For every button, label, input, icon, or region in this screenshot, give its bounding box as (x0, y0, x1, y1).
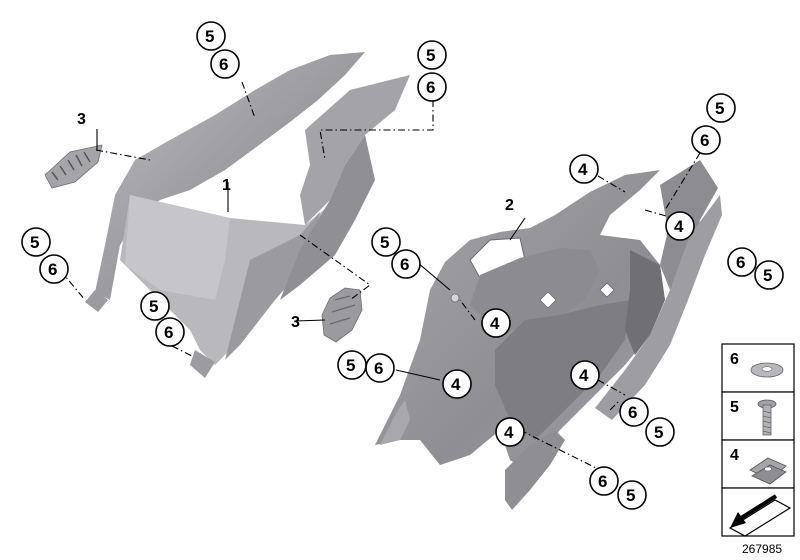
legend-number: 4 (730, 447, 739, 464)
svg-text:4: 4 (490, 314, 500, 333)
callout-washer: 6 (727, 247, 757, 277)
svg-text:6: 6 (400, 255, 409, 274)
callout-washer: 6 (39, 254, 69, 284)
svg-text:6: 6 (426, 78, 435, 97)
svg-text:5: 5 (149, 297, 158, 316)
part-label-1: 1 (222, 177, 231, 194)
callout-clip-nut: 4 (442, 369, 472, 399)
side-grill-part-3-lower (321, 287, 363, 343)
svg-text:6: 6 (374, 359, 383, 378)
callout-screw: 5 (617, 480, 647, 510)
leader-lines (59, 81, 701, 471)
callout-screw: 5 (337, 350, 367, 380)
svg-text:5: 5 (30, 233, 39, 252)
svg-text:6: 6 (598, 472, 607, 491)
callout-washer: 6 (365, 353, 395, 383)
svg-text:4: 4 (504, 423, 514, 442)
svg-text:6: 6 (700, 131, 709, 150)
part-label-3-lower: 3 (291, 314, 300, 331)
callout-clip-nut: 4 (481, 308, 511, 338)
legend-number: 6 (730, 351, 739, 368)
washer-icon (750, 362, 784, 378)
svg-text:4: 4 (579, 366, 589, 385)
callout-washer: 6 (155, 317, 185, 347)
callout-screw: 5 (706, 93, 736, 123)
callout-washer: 6 (417, 72, 447, 102)
svg-text:6: 6 (736, 253, 745, 272)
tail-cover-part-2 (375, 160, 722, 510)
svg-text:5: 5 (426, 46, 435, 65)
arrow-symbol-icon (728, 494, 792, 537)
drawing-number: 267985 (742, 542, 782, 556)
svg-text:6: 6 (164, 323, 173, 342)
svg-text:5: 5 (763, 266, 772, 285)
svg-text:5: 5 (205, 27, 214, 46)
svg-text:5: 5 (626, 486, 635, 505)
callout-screw: 5 (371, 227, 401, 257)
callout-clip-nut: 4 (569, 154, 599, 184)
callout-screw: 5 (417, 40, 447, 70)
svg-text:5: 5 (715, 99, 724, 118)
callout-clip-nut: 4 (495, 417, 525, 447)
callout-screw: 5 (645, 417, 675, 447)
legend-row-screw (721, 391, 795, 441)
clip-nut-icon (749, 457, 787, 485)
svg-text:4: 4 (578, 160, 588, 179)
callout-screw: 5 (140, 291, 170, 321)
svg-text:4: 4 (451, 375, 461, 394)
callout-screw: 5 (754, 260, 784, 290)
svg-text:4: 4 (674, 217, 684, 236)
callout-clip-nut: 4 (665, 211, 695, 241)
svg-text:6: 6 (48, 260, 57, 279)
callout-washer: 6 (391, 249, 421, 279)
tail-fairing-part-1 (85, 52, 410, 378)
svg-text:5: 5 (380, 233, 389, 252)
callout-washer: 6 (210, 49, 240, 79)
legend-number: 5 (730, 399, 739, 416)
callout-washer: 6 (691, 125, 721, 155)
callout-screw: 5 (196, 21, 226, 51)
part-label-2: 2 (505, 197, 514, 214)
svg-text:5: 5 (346, 356, 355, 375)
callout-clip-nut: 4 (570, 360, 600, 390)
callout-washer: 6 (589, 466, 619, 496)
part-label-3-upper: 3 (77, 111, 86, 128)
svg-text:6: 6 (628, 403, 637, 422)
hardware-legend: 6 5 4 (721, 343, 795, 537)
svg-text:5: 5 (654, 423, 663, 442)
svg-text:6: 6 (219, 55, 228, 74)
screw-icon (757, 399, 777, 436)
callout-screw: 5 (21, 227, 51, 257)
callout-washer: 6 (619, 397, 649, 427)
side-grill-part-3-upper (44, 144, 103, 189)
